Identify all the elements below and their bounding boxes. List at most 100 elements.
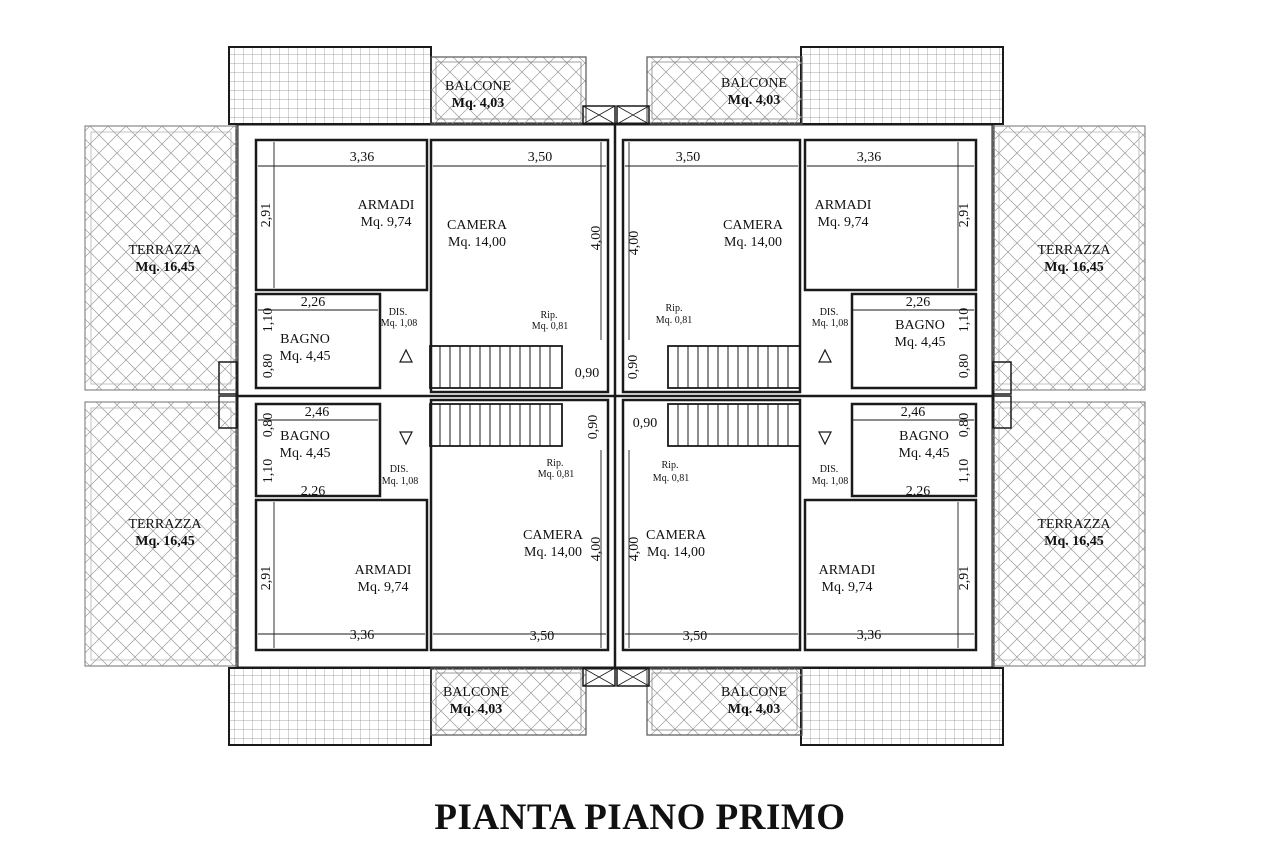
rip-area-bottom-right: Mq. 0,81 [653,473,689,484]
dim-armadi-depth-bottom-left: 2,91 [259,566,274,591]
camera-label-bottom-right: CAMERA [646,528,707,543]
bagno-area-top-right: Mq. 4,45 [895,335,946,350]
terrazza-label-top-left: TERRAZZA [128,243,202,258]
terrazza-area-top-left: Mq. 16,45 [135,260,195,275]
balcony-top-right [646,56,803,125]
rip-label-bottom-left: Rip. [547,458,564,469]
dim-stair-width-bottom-right: 0,90 [633,416,658,431]
armadi-label-top-left: ARMADI [358,198,415,213]
dim-bagno-width-a-top-right: 2,26 [906,295,931,310]
camera-label-bottom-left: CAMERA [523,528,584,543]
dim-armadi-width-top-left: 3,36 [350,150,375,165]
camera-area-top-right: Mq. 14,00 [724,235,782,250]
bagno-area-bottom-left: Mq. 4,45 [280,446,331,461]
dim-camera-depth-top-right: 4,00 [627,231,642,256]
dis-label-bottom-right: DIS. [820,464,839,475]
dim-bagno-width-b-bottom-left: 2,46 [305,405,330,420]
dis-label-bottom-left: DIS. [390,464,409,475]
terrace-top-left [84,125,238,391]
dim-armadi-depth-top-left: 2,91 [259,203,274,228]
dis-area-bottom-right: Mq. 1,08 [812,476,848,487]
armadi-label-bottom-left: ARMADI [355,563,412,578]
stairs [429,345,801,447]
terrace-bottom-left [84,401,238,667]
page-title: PIANTA PIANO PRIMO [434,797,846,838]
armadi-area-top-right: Mq. 9,74 [818,215,869,230]
roof-tile-block-bottom-left [228,667,432,746]
dim-stair-width-top-right: 0,90 [626,355,641,380]
bagno-label-top-left: BAGNO [280,332,330,347]
roof-tile-block-top-left [228,46,432,125]
balcone-label-bottom-left: BALCONE [443,685,509,700]
rip-label-top-right: Rip. [666,303,683,314]
rip-area-top-left: Mq. 0,81 [532,321,568,332]
rip-label-top-left: Rip. [541,310,558,321]
dim-stair-width-top-left: 0,90 [575,366,600,381]
bagno-label-bottom-left: BAGNO [280,429,330,444]
flue-top [582,105,650,125]
balcone-area-top-right: Mq. 4,03 [728,93,781,108]
camera-label-top-right: CAMERA [723,218,784,233]
camera-label-top-left: CAMERA [447,218,508,233]
armadi-area-bottom-left: Mq. 9,74 [358,580,409,595]
bagno-label-top-right: BAGNO [895,318,945,333]
balcone-area-top-left: Mq. 4,03 [452,96,505,111]
dim-bagno-depth-b-top-left: 0,80 [261,354,276,379]
dim-bagno-width-a-bottom-left: 2,26 [301,484,326,499]
camera-area-top-left: Mq. 14,00 [448,235,506,250]
bagno-label-bottom-right: BAGNO [899,429,949,444]
flue-bottom [582,667,650,687]
dim-bagno-width-b-bottom-right: 2,46 [901,405,926,420]
rip-label-bottom-right: Rip. [662,460,679,471]
dis-area-top-left: Mq. 1,08 [381,318,417,329]
dim-bagno-width-a-top-left: 2,26 [301,295,326,310]
dim-camera-width-top-right: 3,50 [676,150,701,165]
dim-camera-depth-top-left: 4,00 [589,226,604,251]
rip-area-top-right: Mq. 0,81 [656,315,692,326]
dim-bagno-depth-b-bottom-right: 0,80 [957,413,972,438]
dim-bagno-depth-a-bottom-left: 1,10 [261,459,276,484]
interior-walls [237,124,993,668]
terrace-top-right [992,125,1146,391]
dim-camera-depth-bottom-left: 4,00 [589,537,604,562]
balcony-bottom-right [646,667,803,736]
dim-camera-width-top-left: 3,50 [528,150,553,165]
dim-camera-width-bottom-left: 3,50 [530,629,555,644]
dim-camera-width-bottom-right: 3,50 [683,629,708,644]
terrazza-area-bottom-left: Mq. 16,45 [135,534,195,549]
dis-area-top-right: Mq. 1,08 [812,318,848,329]
terrazza-label-top-right: TERRAZZA [1037,243,1111,258]
armadi-area-top-left: Mq. 9,74 [361,215,412,230]
dim-bagno-depth-a-top-left: 1,10 [261,308,276,333]
dim-bagno-depth-a-bottom-right: 1,10 [957,459,972,484]
dim-camera-depth-bottom-right: 4,00 [627,537,642,562]
balcone-area-bottom-left: Mq. 4,03 [450,702,503,717]
dis-area-bottom-left: Mq. 1,08 [382,476,418,487]
dis-label-top-right: DIS. [820,307,839,318]
dim-armadi-depth-bottom-right: 2,91 [957,566,972,591]
balcony-top-left [430,56,587,125]
balcone-label-bottom-right: BALCONE [721,685,787,700]
armadi-area-bottom-right: Mq. 9,74 [822,580,873,595]
dim-armadi-width-bottom-left: 3,36 [350,628,375,643]
balcone-label-top-right: BALCONE [721,76,787,91]
terrazza-label-bottom-left: TERRAZZA [128,517,202,532]
camera-area-bottom-left: Mq. 14,00 [524,545,582,560]
rip-area-bottom-left: Mq. 0,81 [538,469,574,480]
terrace-bottom-right [992,401,1146,667]
dim-bagno-depth-a-top-right: 1,10 [957,308,972,333]
dim-armadi-width-bottom-right: 3,36 [857,628,882,643]
roof-tile-block-bottom-right [800,667,1004,746]
roof-tile-block-top-right [800,46,1004,125]
terrazza-label-bottom-right: TERRAZZA [1037,517,1111,532]
armadi-label-top-right: ARMADI [815,198,872,213]
dim-bagno-depth-b-bottom-left: 0,80 [261,413,276,438]
bagno-area-top-left: Mq. 4,45 [280,349,331,364]
terrazza-area-top-right: Mq. 16,45 [1044,260,1104,275]
camera-area-bottom-right: Mq. 14,00 [647,545,705,560]
dim-armadi-width-top-right: 3,36 [857,150,882,165]
dis-label-top-left: DIS. [389,307,408,318]
armadi-label-bottom-right: ARMADI [819,563,876,578]
dim-stair-width-bottom-left: 0,90 [586,415,601,440]
